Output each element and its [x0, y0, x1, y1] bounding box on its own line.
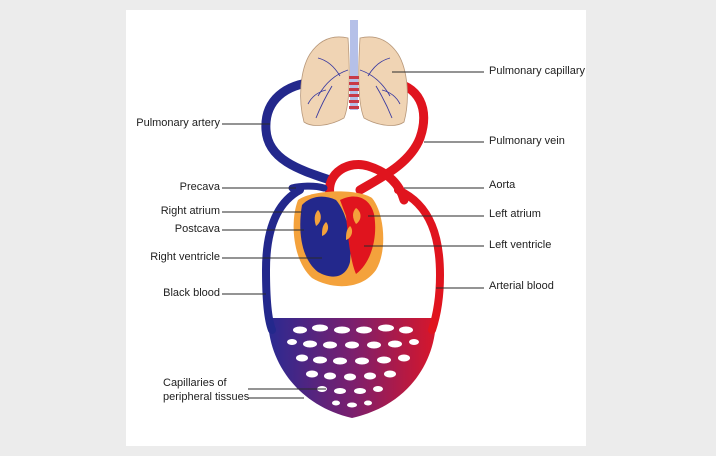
- heart: [293, 191, 384, 287]
- trachea-rings: [349, 76, 359, 109]
- label-left-atrium: Left atrium: [489, 208, 541, 220]
- bronchial-branches: [307, 57, 401, 119]
- capillary-holes: [287, 324, 419, 408]
- label-capillaries-line1: Capillaries of: [163, 377, 227, 389]
- label-aorta: Aorta: [489, 179, 516, 191]
- label-black-blood: Black blood: [163, 287, 220, 299]
- label-right-ventricle: Right ventricle: [150, 251, 220, 263]
- label-right-atrium: Right atrium: [160, 205, 220, 217]
- lungs: [300, 20, 408, 126]
- label-left-ventricle: Left ventricle: [489, 239, 552, 251]
- systemic-vessels: [261, 186, 445, 334]
- label-pulmonary-vein: Pulmonary vein: [489, 135, 565, 147]
- label-pulmonary-capillary: Pulmonary capillary: [489, 65, 585, 77]
- label-capillaries-line2: peripheral tissues: [163, 391, 250, 403]
- label-pulmonary-artery: Pulmonary artery: [136, 117, 220, 129]
- label-arterial-blood: Arterial blood: [489, 280, 554, 292]
- label-postcava: Postcava: [174, 223, 220, 235]
- heart-valves: [314, 208, 361, 240]
- leader-lines: [222, 71, 484, 399]
- label-precava: Precava: [179, 181, 220, 193]
- pulmonary-vessels: [261, 77, 429, 205]
- peripheral-capillary-network: [268, 318, 436, 418]
